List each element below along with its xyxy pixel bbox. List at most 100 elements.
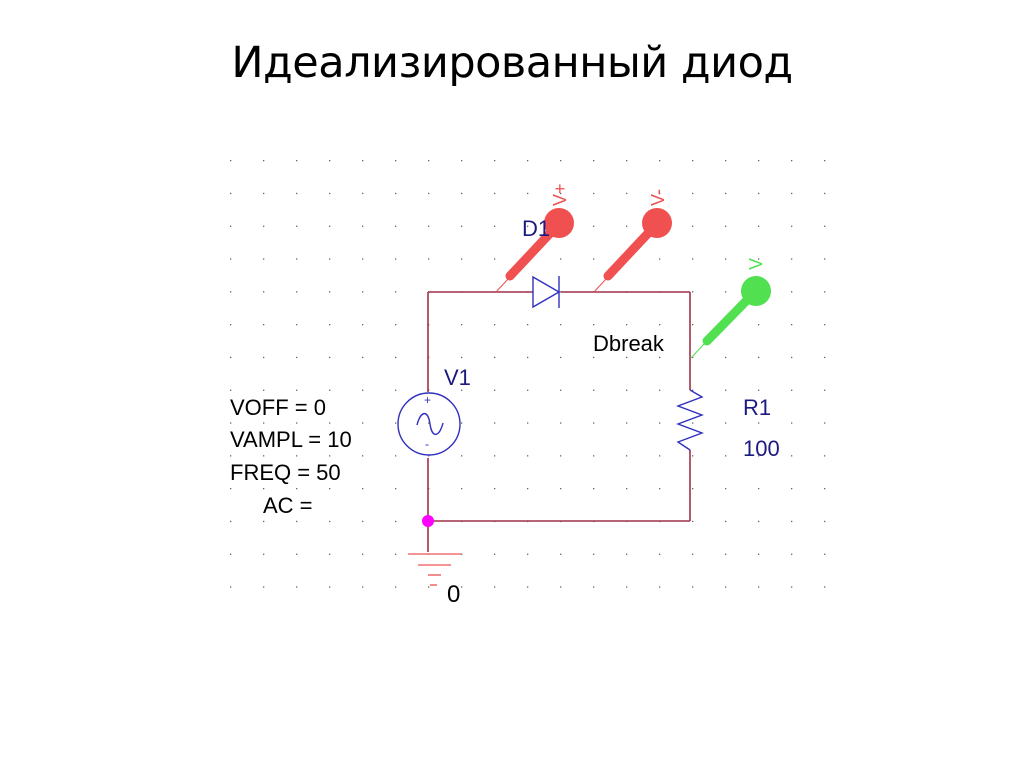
probe-voltage[interactable]: V: [690, 258, 771, 359]
grid-dot: [659, 422, 661, 424]
grid-dot: [725, 455, 727, 457]
source-minus-sign: -: [425, 437, 429, 451]
probe-v-minus[interactable]: V-: [593, 189, 672, 293]
probe-v-minus-shaft: [603, 223, 658, 281]
grid-dot: [692, 258, 694, 260]
grid-dot: [329, 553, 331, 555]
grid-dot: [758, 586, 760, 588]
source-param-freq: FREQ = 50: [230, 460, 341, 485]
grid-dot: [263, 488, 265, 490]
grid-dot: [560, 586, 562, 588]
grid-dot: [692, 422, 694, 424]
resistor-value-label: 100: [743, 436, 780, 461]
grid-dot: [395, 488, 397, 490]
grid-dot: [461, 488, 463, 490]
grid-dot: [329, 225, 331, 227]
grid-dot: [593, 553, 595, 555]
probe-v-plus-head-icon: [544, 208, 574, 238]
grid-dot: [560, 258, 562, 260]
grid-dot: [230, 324, 232, 326]
grid-dot: [791, 488, 793, 490]
grid-dot: [230, 586, 232, 588]
grid-dot: [659, 553, 661, 555]
source-plus-sign: +: [424, 393, 431, 407]
grid-dot: [395, 225, 397, 227]
diode-d1[interactable]: [532, 275, 561, 309]
grid-dot: [824, 258, 826, 260]
grid-dot: [329, 586, 331, 588]
grid-dot: [758, 324, 760, 326]
grid-dot: [329, 160, 331, 162]
grid-dot: [791, 192, 793, 195]
grid-dot: [824, 389, 826, 391]
grid-dot: [758, 553, 760, 555]
grid-dot: [395, 356, 397, 359]
grid-dot: [725, 389, 727, 391]
grid-dot: [296, 455, 298, 457]
probe-v-plus-label: V+: [550, 183, 570, 206]
grid-dot: [461, 422, 463, 424]
grid-dot: [362, 192, 364, 195]
grid-dot: [593, 258, 595, 260]
grid-dot: [593, 356, 595, 359]
grid-dot: [659, 356, 661, 359]
grid-dot: [329, 488, 331, 490]
grid-dot: [362, 586, 364, 588]
grid-dot: [230, 520, 232, 523]
grid-dot: [395, 324, 397, 326]
grid-dot: [824, 553, 826, 555]
grid-dot: [824, 356, 826, 359]
grid-dot: [362, 225, 364, 227]
grid-dot: [791, 225, 793, 227]
resistor-r1-zigzag-icon[interactable]: [676, 389, 704, 451]
grid-dot: [824, 192, 826, 195]
grid-dot: [230, 356, 232, 359]
grid-dot: [395, 291, 397, 293]
grid-dot: [791, 258, 793, 260]
grid-dot: [791, 324, 793, 326]
grid-dot: [626, 586, 628, 588]
grid-dot: [263, 520, 265, 523]
grid-dot: [758, 225, 760, 227]
grid-dot: [692, 586, 694, 588]
grid-dot: [263, 389, 265, 391]
source-param-voff: VOFF = 0: [230, 395, 326, 420]
grid-dot: [527, 192, 529, 195]
grid-dot: [560, 324, 562, 326]
grid-dot: [527, 356, 529, 359]
grid-dot: [626, 553, 628, 555]
grid-dot: [395, 160, 397, 162]
grid-dot: [725, 225, 727, 227]
probe-v-minus-label: V-: [648, 189, 668, 206]
grid-dot: [296, 553, 298, 555]
grid-dot: [824, 291, 826, 293]
grid-dot: [461, 324, 463, 326]
grid-dot: [494, 422, 496, 424]
grid-dot: [230, 291, 232, 293]
grid-dot: [725, 488, 727, 490]
diode-triangle-icon: [532, 275, 561, 309]
voltage-source-v1[interactable]: + -: [397, 392, 461, 456]
grid-dot: [560, 356, 562, 359]
source-param-vampl: VAMPL = 10: [230, 427, 352, 452]
grid-dot: [461, 258, 463, 260]
ac-source-circle-icon: [397, 392, 461, 456]
grid-dot: [296, 192, 298, 195]
grid-dot: [659, 192, 661, 195]
probe-v-plus[interactable]: V+: [495, 183, 574, 293]
grid-dot: [494, 258, 496, 260]
grid-dot: [296, 291, 298, 293]
grid-dot: [527, 225, 529, 227]
grid-dot: [626, 389, 628, 391]
grid-dot: [626, 422, 628, 424]
grid-dot: [527, 586, 529, 588]
sine-wave-icon: [416, 412, 444, 436]
grid-dot: [395, 586, 397, 588]
grid-dot: [230, 258, 232, 260]
grid-dot: [362, 389, 364, 391]
grid-dot: [725, 520, 727, 523]
grid-dot: [362, 455, 364, 457]
grid-dot: [626, 160, 628, 162]
grid-dot: [230, 389, 232, 391]
